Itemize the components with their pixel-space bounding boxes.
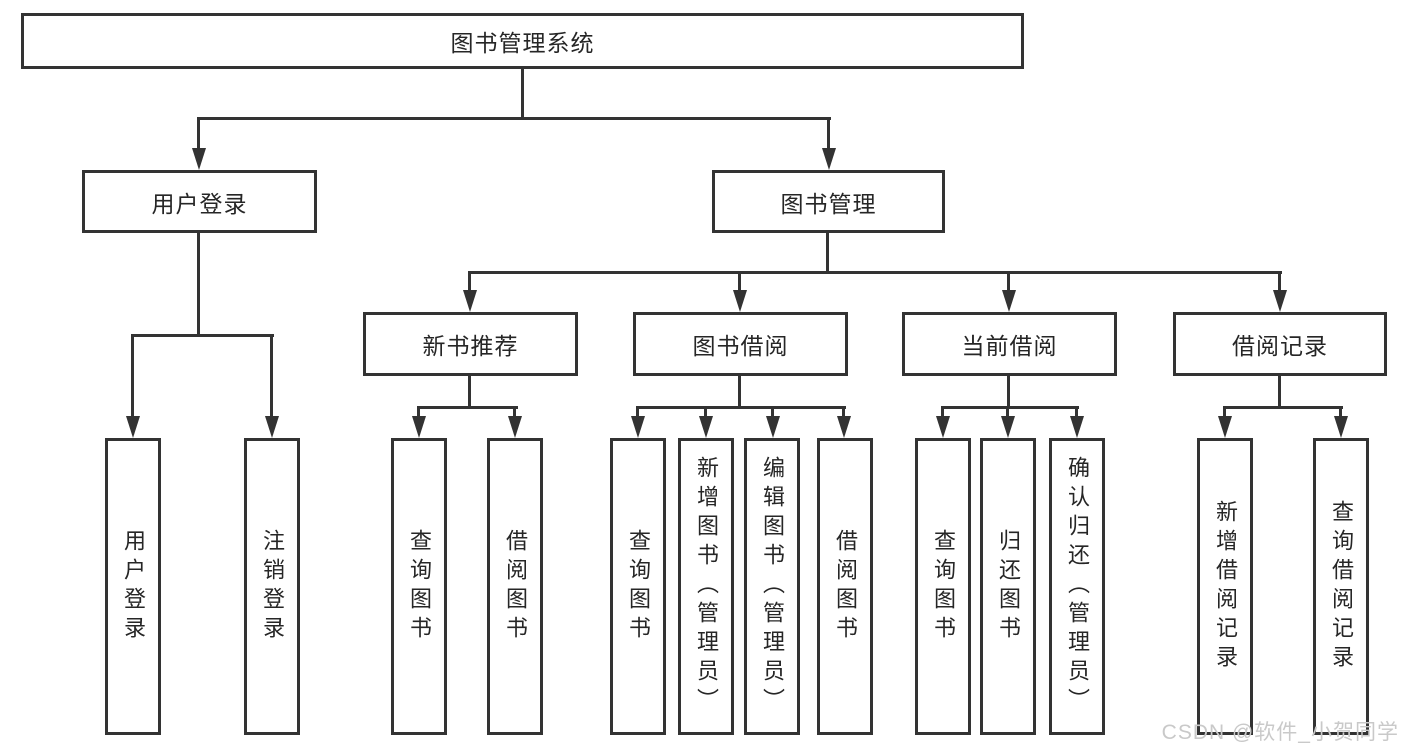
arrow-down-icon [936,416,950,438]
csdn-watermark: CSDN @软件_小贺同学 [1161,721,1399,744]
arrow-down-icon [733,290,747,312]
node-user-login: 用户登录 [82,170,317,233]
leaf-user-login: 用户登录 [105,438,161,735]
connector-line [826,233,829,274]
leaf-label: 归还图书 [996,528,1021,645]
leaf-bookborrow-edit: 编辑图书（管理员） [744,438,800,735]
arrow-down-icon [837,416,851,438]
leaf-label: 借阅图书 [503,528,528,645]
connector-line [1223,406,1226,420]
arrow-down-icon [1334,416,1348,438]
node-label: 图书管理系统 [450,30,595,56]
arrow-down-icon [192,148,206,170]
connector-line [704,406,707,420]
arrow-down-icon [1273,290,1287,312]
connector-line [636,406,846,409]
node-root: 图书管理系统 [21,13,1024,69]
arrow-down-icon [1002,290,1016,312]
node-label: 当前借阅 [961,333,1058,359]
arrow-down-icon [699,416,713,438]
leaf-label: 借阅图书 [833,528,858,645]
node-label: 用户登录 [151,190,248,217]
leaf-borrowrecord-query: 查询借阅记录 [1313,438,1369,735]
arrow-down-icon [822,148,836,170]
leaf-label: 查询图书 [407,528,432,645]
connector-line [1278,376,1281,408]
leaf-bookborrow-borrow: 借阅图书 [817,438,873,735]
connector-line [197,233,200,337]
connector-line [468,271,1282,274]
leaf-label: 查询图书 [626,528,651,645]
leaf-label: 用户登录 [121,528,146,645]
leaf-label: 新增图书（管理员） [694,456,719,717]
leaf-label: 注销登录 [260,528,285,645]
node-label: 借阅记录 [1232,333,1328,359]
arrow-down-icon [1218,416,1232,438]
connector-line [1007,376,1010,408]
leaf-currentborrow-query: 查询图书 [915,438,971,735]
leaf-bookborrow-add: 新增图书（管理员） [678,438,734,735]
connector-line [513,406,516,420]
node-current-borrow: 当前借阅 [902,312,1117,376]
connector-line [827,117,830,151]
arrow-down-icon [1001,416,1015,438]
connector-line [738,271,741,291]
connector-line [941,406,944,420]
connector-line [738,376,741,408]
leaf-label: 编辑图书（管理员） [760,456,785,717]
connector-line [521,69,524,119]
leaf-label: 确认归还（管理员） [1065,456,1090,717]
leaf-logout: 注销登录 [244,438,300,735]
connector-line [1223,406,1343,409]
connector-line [131,334,274,337]
connector-line [270,334,273,418]
node-label: 图书借阅 [692,333,789,359]
connector-line [197,117,831,120]
leaf-borrowrecord-add: 新增借阅记录 [1197,438,1253,735]
node-book-management: 图书管理 [712,170,945,233]
connector-line [1006,406,1009,420]
arrow-down-icon [508,416,522,438]
connector-line [468,271,471,291]
connector-line [842,406,845,420]
leaf-currentborrow-confirm: 确认归还（管理员） [1049,438,1105,735]
connector-line [1278,271,1281,291]
node-book-borrow: 图书借阅 [633,312,848,376]
arrow-down-icon [1070,416,1084,438]
arrow-down-icon [126,416,140,438]
connector-line [417,406,518,409]
connector-line [468,376,471,408]
arrow-down-icon [412,416,426,438]
node-label: 图书管理 [780,190,877,217]
arrow-down-icon [766,416,780,438]
connector-line [1075,406,1078,420]
node-borrow-record: 借阅记录 [1173,312,1387,376]
node-new-book-recommend: 新书推荐 [363,312,578,376]
connector-line [636,406,639,420]
leaf-label: 新增借阅记录 [1213,499,1238,674]
leaf-newbook-borrow: 借阅图书 [487,438,543,735]
connector-line [941,406,1079,409]
connector-line [197,117,200,151]
leaf-currentborrow-return: 归还图书 [980,438,1036,735]
arrow-down-icon [631,416,645,438]
arrow-down-icon [463,290,477,312]
connector-line [771,406,774,420]
node-label: 新书推荐 [422,333,519,359]
connector-line [131,334,134,418]
connector-line [1339,406,1342,420]
connector-line [417,406,420,420]
leaf-label: 查询借阅记录 [1329,499,1354,674]
leaf-bookborrow-query: 查询图书 [610,438,666,735]
leaf-newbook-query: 查询图书 [391,438,447,735]
arrow-down-icon [265,416,279,438]
connector-line [1007,271,1010,291]
leaf-label: 查询图书 [931,528,956,645]
